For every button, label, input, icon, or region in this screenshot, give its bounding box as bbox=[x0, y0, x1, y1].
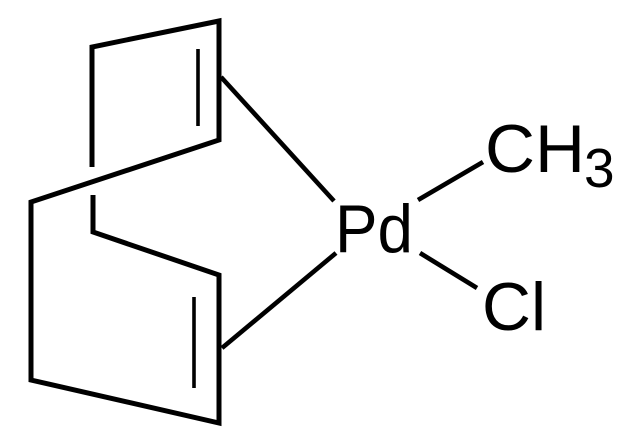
cyclooctadiene-ring-skeleton bbox=[28, 17, 222, 427]
atom-label-pd: Pd bbox=[335, 191, 413, 267]
atom-label-chloride: Cl bbox=[482, 269, 546, 345]
bond-lower-alkene-to-pd bbox=[220, 251, 338, 350]
atom-label-methyl-subscript: 3 bbox=[584, 137, 615, 199]
bond-pd-to-methyl bbox=[416, 160, 485, 202]
bond-pd-to-chloride bbox=[418, 251, 479, 290]
atom-label-methyl: CH bbox=[485, 111, 585, 187]
bond-upper-alkene-to-pd bbox=[219, 75, 336, 203]
